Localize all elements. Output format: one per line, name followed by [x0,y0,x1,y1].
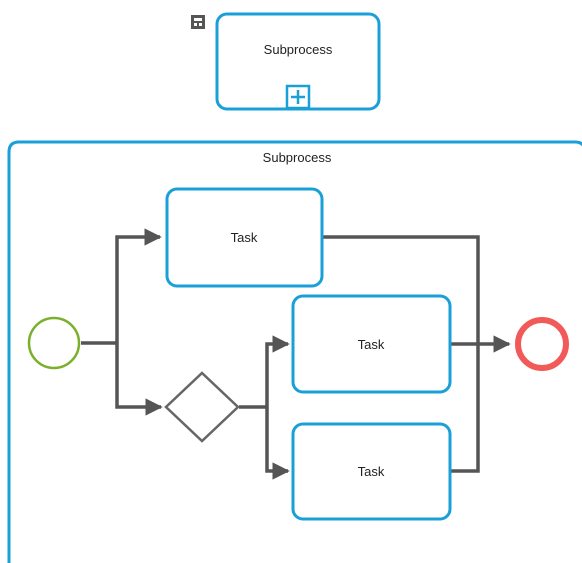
subprocess-type-icon [191,15,205,29]
sequence-flows [81,228,511,480]
flow-task-3-to-join [450,344,480,473]
flow-split-to-gateway [115,343,163,416]
collapsed-subprocess[interactable]: Subprocess [191,12,381,111]
collapsed-subprocess-label: Subprocess [264,42,333,57]
task-2-label: Task [358,337,385,352]
task-3[interactable]: Task [291,422,452,521]
task-1[interactable]: Task [165,187,324,288]
flow-branch-to-task-2 [265,335,290,407]
plus-icon[interactable] [285,84,311,110]
start-event[interactable] [27,316,81,370]
flow-split-to-task-1 [115,228,162,343]
task-2[interactable]: Task [291,294,452,394]
task-1-label: Task [231,230,258,245]
flow-task-1-to-join [322,235,480,344]
expanded-subprocess-label: Subprocess [263,150,332,165]
expanded-subprocess[interactable]: Subprocess [7,140,582,563]
end-event[interactable] [515,317,569,371]
flow-branch-to-task-3 [265,407,290,480]
task-3-label: Task [358,464,385,479]
exclusive-gateway[interactable] [164,371,240,443]
